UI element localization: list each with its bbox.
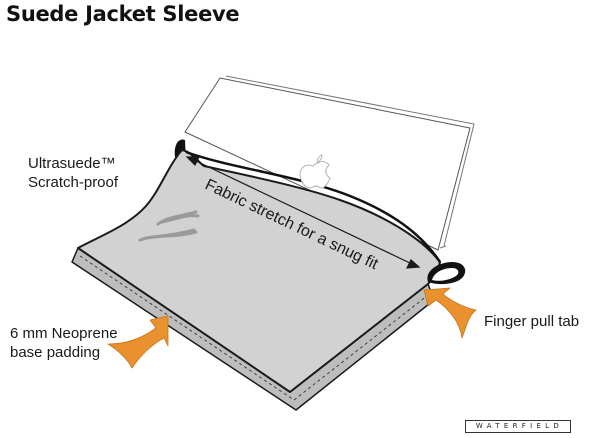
callout-ultrasuede: Ultrasuede™ Scratch-proof	[28, 154, 118, 192]
stretch-arrow-icon	[185, 156, 421, 269]
callout-finger-pull: Finger pull tab	[484, 313, 580, 330]
orange-arrow-neoprene-icon	[107, 315, 169, 369]
callout-neoprene-line2: base padding	[10, 344, 101, 361]
suede-texture-marks	[138, 210, 200, 242]
callout-ultrasuede-line1: Ultrasuede™	[28, 155, 116, 172]
orange-arrow-finger-pull-icon	[423, 287, 477, 339]
callout-neoprene-line1: 6 mm Neoprene	[10, 325, 118, 342]
waterfield-logo: WATERFIELD	[465, 420, 571, 433]
apple-logo-icon	[299, 154, 331, 189]
finger-pull-tab-right-icon	[427, 262, 466, 285]
sleeve-top-rim	[185, 150, 442, 263]
diagram-title: Suede Jacket Sleeve	[6, 2, 240, 26]
callout-ultrasuede-line2: Scratch-proof	[28, 174, 119, 191]
callout-neoprene: 6 mm Neoprene base padding	[10, 324, 118, 362]
stitch-line-front	[79, 255, 433, 401]
